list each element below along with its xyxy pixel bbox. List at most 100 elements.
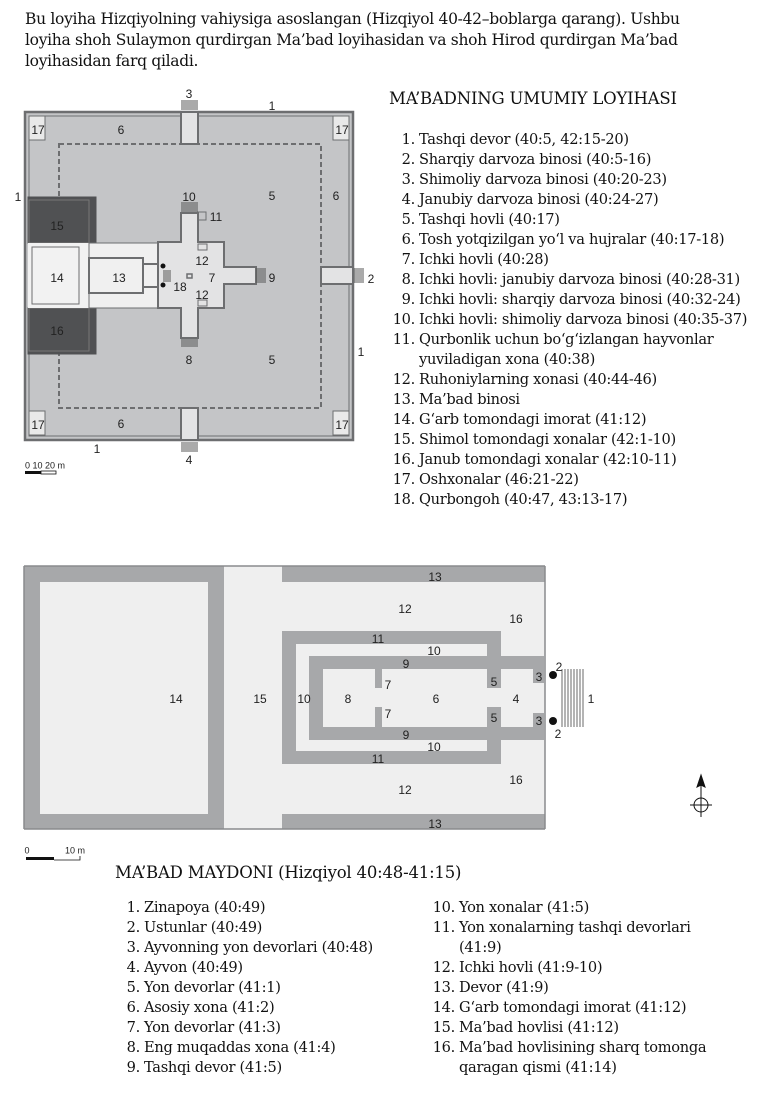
- label-16: 16: [509, 612, 523, 626]
- legend-item: 9.Tashqi devor (41:5): [115, 1058, 425, 1078]
- legend-item: 18.Qurbongoh (40:47, 43:13-17): [390, 490, 760, 510]
- label-3: 3: [536, 714, 543, 728]
- legend-number: 3.: [126, 939, 141, 956]
- label-9: 9: [403, 728, 410, 742]
- legend-text: Janub tomondagi xonalar (42:10-11): [419, 451, 677, 468]
- legend-text: Ustunlar (40:49): [144, 919, 263, 936]
- label-18: 18: [173, 280, 187, 294]
- temple-building: [88, 257, 144, 294]
- plan-title: MA’BADNING UMUMIY LOYIHASI: [389, 89, 677, 108]
- legend-item: 9.Ichki hovli: sharqiy darvoza binosi (4…: [390, 290, 760, 310]
- legend-text: Tashqi hovli (40:17): [419, 211, 560, 228]
- label-12: 12: [398, 783, 412, 797]
- legend-item: 8.Ichki hovli: janubiy darvoza binosi (4…: [390, 270, 760, 290]
- legend-text: Yon devorlar (41:1): [144, 979, 281, 996]
- legend-number: 2.: [126, 919, 141, 936]
- gates: [180, 111, 354, 441]
- legend-text: Oshxonalar (46:21-22): [419, 471, 579, 488]
- label-10: 10: [427, 644, 441, 658]
- label-6: 6: [333, 189, 340, 203]
- side-wall-7: [375, 669, 382, 688]
- label-13: 13: [428, 570, 442, 584]
- porch-wall-3: [533, 669, 544, 683]
- label-3: 3: [536, 670, 543, 684]
- legend-text: Ayvon (40:49): [144, 959, 243, 976]
- label-16: 16: [50, 324, 64, 338]
- label-17: 17: [335, 418, 349, 432]
- temple-floor-plan: [23, 565, 584, 830]
- legend-text: Zinapoya (40:49): [144, 899, 266, 916]
- legend-number: 8.: [126, 1039, 141, 1056]
- scale-bar: [26, 857, 54, 860]
- label-7: 7: [385, 678, 392, 692]
- label-4: 4: [513, 692, 520, 706]
- legend-item: 1.Zinapoya (40:49): [115, 898, 425, 918]
- legend-number: 14.: [432, 999, 456, 1016]
- kitchens: [28, 115, 350, 436]
- temple-outer-wall: [309, 656, 544, 740]
- legend-number: 4.: [126, 959, 141, 976]
- legend-item: 12.Ruhoniylarning xonasi (40:44-46): [390, 370, 760, 390]
- label-8: 8: [345, 692, 352, 706]
- legend-number: 15.: [392, 431, 416, 448]
- label-14: 14: [169, 692, 183, 706]
- legend-item: 8.Eng muqaddas xona (41:4): [115, 1038, 425, 1058]
- legend-item: 15.Shimol tomondagi xonalar (42:1-10): [390, 430, 760, 450]
- legend-item: 6.Asosiy xona (41:2): [115, 998, 425, 1018]
- label-5: 5: [491, 675, 498, 689]
- label-10: 10: [182, 190, 196, 204]
- label-6: 6: [433, 692, 440, 706]
- legend-item: 13.Ma’bad binosi: [390, 390, 760, 410]
- label-1: 1: [588, 692, 595, 706]
- legend-number: 15.: [432, 1019, 456, 1036]
- legend-item: 16.Janub tomondagi xonalar (42:10-11): [390, 450, 760, 470]
- legend-text: Ayvonning yon devorlari (40:48): [144, 939, 373, 956]
- label-11: 11: [372, 752, 385, 766]
- label-1: 1: [15, 190, 22, 204]
- label-8: 8: [186, 353, 193, 367]
- legend-number: 17.: [392, 471, 416, 488]
- legend-number: 2.: [401, 151, 416, 168]
- legend-text: Gʻarb tomondagi imorat (41:12): [419, 411, 647, 428]
- legend-item: 5.Tashqi hovli (40:17): [390, 210, 760, 230]
- legend-text: Ichki hovli: shimoliy darvoza binosi (40…: [419, 311, 748, 328]
- legend-number: 1.: [401, 131, 416, 148]
- legend-item: 16.Ma’bad hovlisining sharq tomonga qara…: [430, 1038, 730, 1078]
- legend-item: 12.Ichki hovli (41:9-10): [430, 958, 730, 978]
- wall-13-top: [282, 566, 545, 582]
- altar: [186, 273, 193, 279]
- legend-text: Yon xonalarning tashqi devorlari (41:9): [459, 919, 691, 956]
- scale-label: 0 10 20 m: [25, 460, 65, 470]
- stairs: [561, 669, 584, 727]
- legend-number: 13.: [432, 979, 456, 996]
- legend-item: 3.Shimoliy darvoza binosi (40:20-23): [390, 170, 760, 190]
- legend-text: Janubiy darvoza binosi (40:24-27): [419, 191, 659, 208]
- legend-item: 11.Qurbonlik uchun boʻgʻizlangan hayvonl…: [390, 330, 760, 370]
- temple-title: MA’BAD MAYDONI (Hizqiyol 40:48-41:15): [115, 863, 462, 882]
- legend-number: 10.: [432, 899, 456, 916]
- legend-item: 4.Janubiy darvoza binosi (40:24-27): [390, 190, 760, 210]
- legend-number: 9.: [401, 291, 416, 308]
- legend-number: 6.: [126, 999, 141, 1016]
- legend-number: 1.: [126, 899, 141, 916]
- temple-labels: 13 12 16 11 10 9 2 7 5 3 14 15 10 8 6 4 …: [24, 570, 594, 855]
- legend-text: Yon devorlar (41:3): [144, 1019, 281, 1036]
- label-12: 12: [195, 254, 209, 268]
- legend-text: Ma’bad binosi: [419, 391, 520, 408]
- label-1: 1: [94, 442, 101, 456]
- label-16: 16: [509, 773, 523, 787]
- legend-number: 6.: [401, 231, 416, 248]
- legend-number: 14.: [392, 411, 416, 428]
- legend-item: 6.Tosh yotqizilgan yoʻl va hujralar (40:…: [390, 230, 760, 250]
- legend-number: 16.: [392, 451, 416, 468]
- label-11: 11: [372, 632, 385, 646]
- label-1: 1: [269, 99, 276, 113]
- label-5: 5: [269, 189, 276, 203]
- legend-item: 5.Yon devorlar (41:1): [115, 978, 425, 998]
- legend-text: Tashqi devor (41:5): [144, 1059, 282, 1076]
- label-4: 4: [186, 453, 193, 467]
- label-2: 2: [555, 727, 562, 741]
- legend-item: 14.Gʻarb tomondagi imorat (41:12): [430, 998, 730, 1018]
- legend-text: Ichki hovli (40:28): [419, 251, 549, 268]
